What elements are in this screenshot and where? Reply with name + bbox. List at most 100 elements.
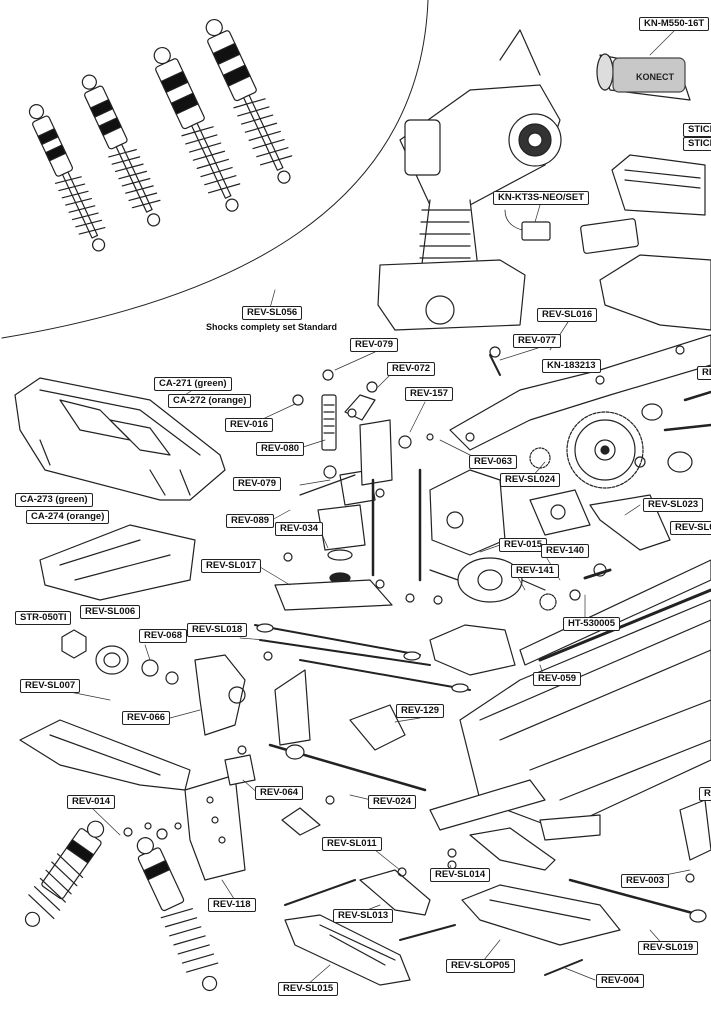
part-label-rev-sl023: REV-SL023 — [643, 498, 704, 512]
battery-tray-frame — [599, 254, 711, 331]
part-label-rev-sl056: REV-SL056 — [242, 306, 303, 320]
part-label-rev-sl014: REV-SL014 — [430, 868, 491, 882]
part-label-rev-sl017: REV-SL017 — [201, 559, 262, 573]
battery-tray-plate — [580, 218, 639, 254]
hinge-pin-a — [284, 879, 356, 906]
body-shell — [14, 377, 226, 501]
rear-hub-carrier — [679, 799, 711, 861]
center-drive-shaft — [538, 588, 711, 662]
part-label-rev-157: REV-157 — [405, 387, 454, 401]
part-label-ca-271: CA-271 (green) — [154, 377, 232, 391]
radio-transmitter — [377, 29, 562, 331]
motor-brand-text: KONECT — [636, 72, 675, 82]
bumper-mount — [349, 704, 406, 751]
part-label-str-050ti: STR-050TI — [15, 611, 72, 625]
gearbox-upper — [429, 469, 506, 556]
link-mount — [224, 754, 321, 836]
part-label-rev-079-mid: REV-079 — [233, 477, 282, 491]
part-label-ht-530005: HT-530005 — [563, 617, 621, 631]
steering-post — [321, 394, 393, 486]
shock-tower — [184, 774, 246, 881]
servo-mount-cup — [317, 504, 366, 584]
shock-absorber-right — [136, 837, 219, 992]
part-label-ca-272: CA-272 (orange) — [168, 394, 252, 408]
part-label-rev-089: REV-089 — [226, 514, 275, 528]
part-label-rev-079-top: REV-079 — [350, 338, 399, 352]
part-label-rev-129: REV-129 — [396, 704, 445, 718]
part-label-rev-004: REV-004 — [596, 974, 645, 988]
bearing-ring — [641, 403, 663, 421]
wheel-hub — [61, 629, 179, 685]
part-label-rev-sl016: REV-SL016 — [537, 308, 598, 322]
rear-wing — [39, 524, 196, 601]
differential — [429, 557, 546, 603]
part-label-rev-080: REV-080 — [256, 442, 305, 456]
part-label-r-edge: R — [699, 787, 711, 801]
rear-axle — [568, 878, 702, 917]
part-label-rev-016: REV-016 — [225, 418, 274, 432]
part-label-rev-072: REV-072 — [387, 362, 436, 376]
rear-upper-mount — [469, 814, 601, 871]
rear-lower-arm — [461, 884, 621, 946]
electric-motor: KONECT — [596, 53, 691, 101]
part-label-rev-034: REV-034 — [275, 522, 324, 536]
part-label-ca-273: CA-273 (green) — [15, 493, 93, 507]
part-label-rev-sl-edge: REV-SL0 — [670, 521, 711, 535]
axle-pin — [683, 390, 711, 402]
part-label-re-edge: RE — [697, 366, 711, 380]
front-lower-arm — [19, 719, 191, 791]
hinge-pin-c — [544, 959, 583, 976]
shock-set-standard — [28, 18, 293, 252]
steering-plate — [274, 579, 393, 611]
part-label-rev-sl013: REV-SL013 — [333, 909, 394, 923]
receiver-unit — [521, 221, 551, 241]
part-label-rev-sl015: REV-SL015 — [278, 982, 339, 996]
caster-block — [274, 669, 311, 746]
part-label-rev-sl024: REV-SL024 — [500, 473, 561, 487]
part-label-rev-024: REV-024 — [368, 795, 417, 809]
part-label-rev-sl019: REV-SL019 — [638, 941, 699, 955]
steering-knuckle — [194, 654, 246, 736]
bevel-gear — [539, 593, 557, 611]
spur-gear — [566, 411, 644, 489]
shock-absorber-left — [24, 820, 105, 927]
part-label-rev-066: REV-066 — [122, 711, 171, 725]
part-label-rev-064: REV-064 — [255, 786, 304, 800]
skid-plate — [284, 914, 411, 986]
hinge-pin-b — [399, 924, 456, 941]
shock-set-caption: Shocks complety set Standard — [206, 322, 338, 332]
top-chassis-plate — [449, 334, 711, 451]
center-pin — [489, 354, 501, 376]
shock-set-divider-arc — [1, 0, 429, 339]
shock-tower-pin — [371, 468, 422, 582]
pinion-gear — [529, 447, 551, 469]
main-chassis — [429, 559, 711, 831]
rear-pivot-block — [359, 869, 431, 916]
turnbuckle-set — [254, 623, 471, 693]
screw-set — [583, 568, 612, 580]
part-label-rev-sl006: REV-SL006 — [80, 605, 141, 619]
part-label-ca-274: CA-274 (orange) — [26, 510, 110, 524]
part-label-rev-sl011: REV-SL011 — [322, 837, 382, 851]
part-label-rev-sl007: REV-SL007 — [20, 679, 81, 693]
part-label-rev-015: REV-015 — [499, 538, 548, 552]
part-label-rev-sl018: REV-SL018 — [187, 623, 248, 637]
part-label-rev-118: REV-118 — [208, 898, 256, 912]
part-label-rev-141: REV-141 — [511, 564, 560, 578]
part-label-rev-140: REV-140 — [541, 544, 590, 558]
part-label-rev-063: REV-063 — [469, 455, 518, 469]
part-label-kn-kt3s-neo-set: KN-KT3S-NEO/SET — [493, 191, 590, 205]
part-label-rev-068: REV-068 — [139, 629, 188, 643]
part-label-kn-m550-16t: KN-M550-16T — [639, 17, 710, 31]
cup-joint — [667, 451, 693, 473]
part-label-rev-slop05: REV-SLOP05 — [446, 959, 515, 973]
esc-housing — [611, 154, 706, 216]
center-mount-block — [529, 489, 591, 536]
part-label-rev-014: REV-014 — [67, 795, 116, 809]
part-label-rev-059: REV-059 — [533, 672, 582, 686]
part-label-rev-077: REV-077 — [513, 334, 562, 348]
gearbox-lower — [429, 624, 516, 676]
